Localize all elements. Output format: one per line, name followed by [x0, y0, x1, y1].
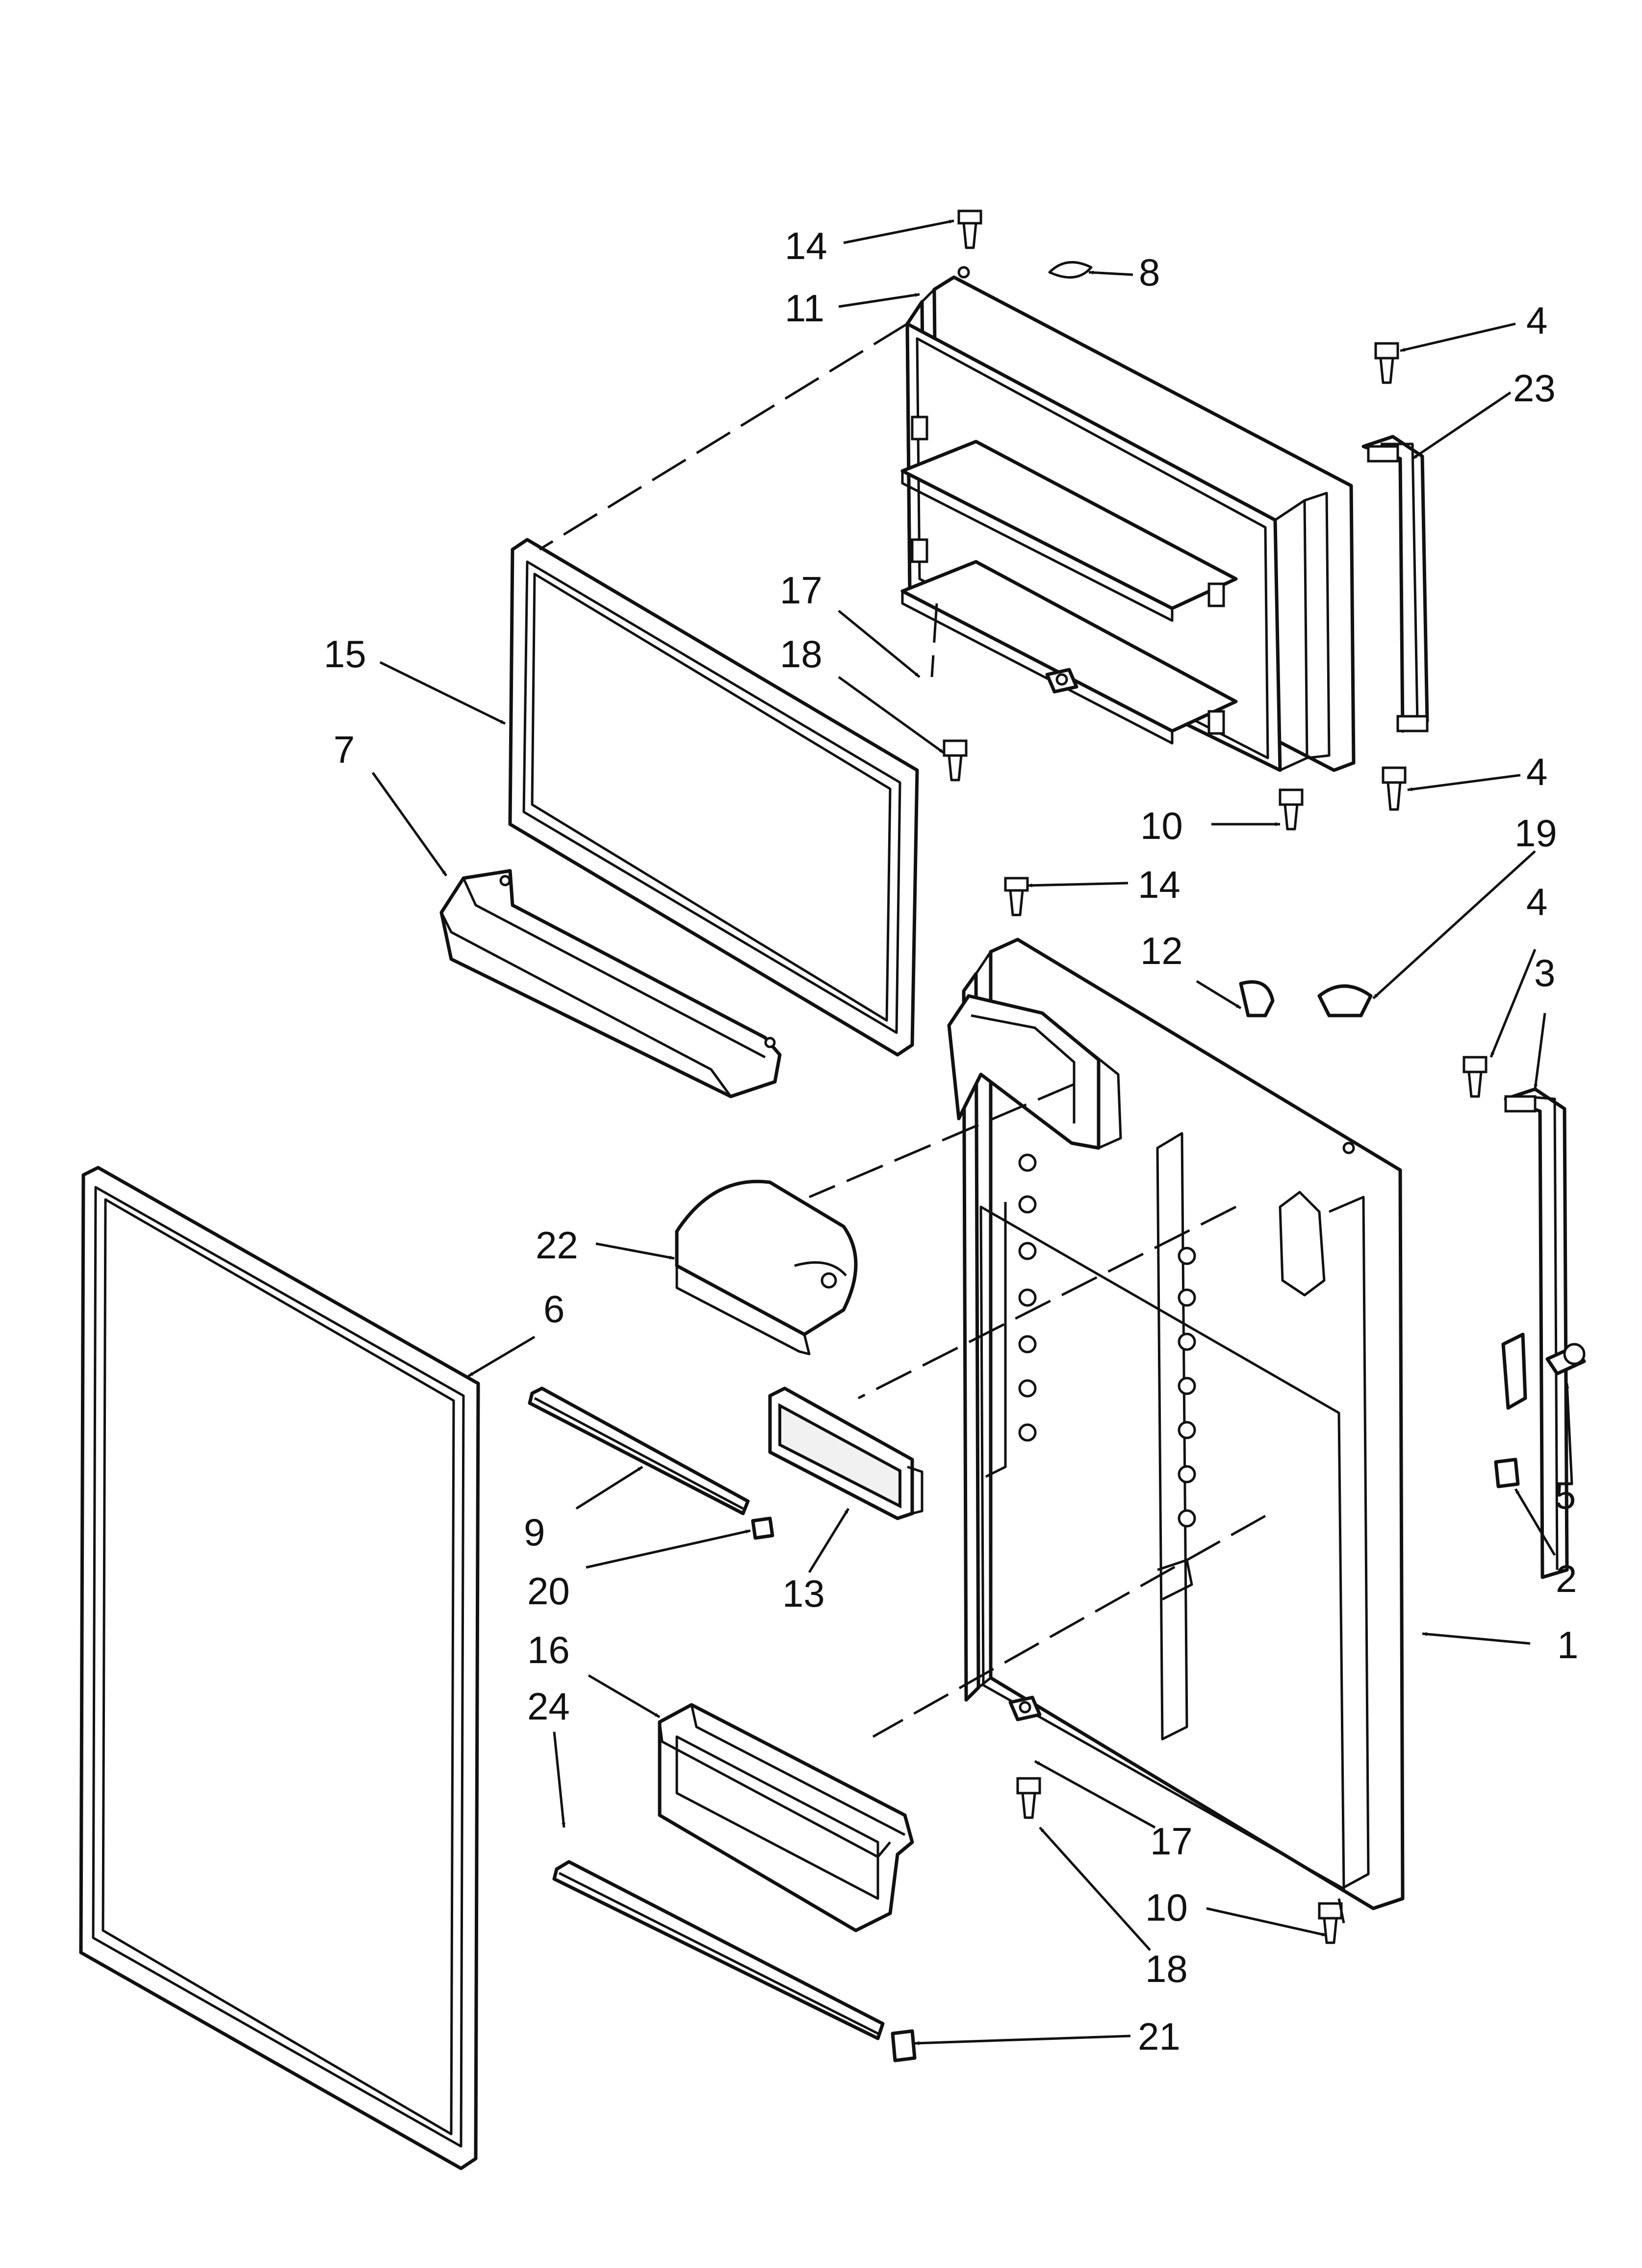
freezer-door-shelf	[439, 869, 782, 1098]
callout-19: 19	[1514, 811, 1557, 855]
door-bin	[658, 1703, 914, 1932]
callout-4: 4	[1526, 880, 1547, 923]
callout-16: 16	[527, 1628, 570, 1671]
fresh-food-handle	[1501, 1087, 1569, 1579]
handle-screw	[1545, 1343, 1586, 1376]
gasket-spacer	[1048, 261, 1093, 279]
door-shelf-cover	[768, 1386, 924, 1520]
callout-14: 14	[1138, 863, 1180, 906]
freezer-door-stop	[1045, 668, 1078, 694]
callout-13: 13	[782, 1572, 825, 1615]
callout-7: 7	[334, 728, 355, 771]
callout-15: 15	[324, 632, 366, 676]
callout-20: 20	[527, 1569, 570, 1613]
screw-icon-set	[943, 209, 1488, 1944]
callout-3: 3	[1534, 951, 1555, 994]
callout-5: 5	[1555, 1474, 1576, 1517]
fresh-food-door-stop	[1008, 1695, 1042, 1721]
callout-6: 6	[543, 1287, 564, 1330]
plug-button	[1317, 984, 1373, 1017]
callout-labels: 14 11 8 4 23 17 18 15 7 4 10 14 19 12 4 …	[324, 224, 1578, 2058]
hinge-cover	[1239, 980, 1275, 1017]
assembly-guide-lines	[539, 322, 1345, 1924]
handle-spacer	[1494, 1458, 1520, 1488]
callout-18: 18	[780, 632, 822, 676]
callout-4: 4	[1526, 299, 1547, 342]
callout-8: 8	[1139, 251, 1160, 294]
callout-21: 21	[1138, 2015, 1180, 2058]
shelf-trim-strip	[528, 1386, 750, 1515]
fresh-food-door	[947, 938, 1405, 1910]
callout-10: 10	[1145, 1886, 1188, 1929]
callout-22: 22	[536, 1224, 578, 1267]
callout-9: 9	[524, 1511, 545, 1554]
freezer-handle	[1361, 435, 1429, 733]
callout-17: 17	[1150, 1820, 1193, 1863]
callout-leaders	[371, 219, 1573, 2045]
callout-11: 11	[785, 287, 824, 330]
bin-trim-end-cap	[891, 2029, 917, 2062]
fresh-food-door-gasket	[79, 1166, 480, 2170]
freezer-door-gasket	[508, 538, 919, 1057]
callout-10: 10	[1140, 804, 1183, 847]
callout-18: 18	[1145, 1947, 1188, 1990]
callout-17: 17	[780, 569, 822, 612]
callout-4: 4	[1526, 750, 1547, 793]
callout-23: 23	[1513, 366, 1556, 410]
bin-trim-strip	[552, 1860, 885, 2040]
trim-end-cap	[751, 1516, 774, 1540]
callout-14: 14	[785, 224, 827, 267]
callout-12: 12	[1140, 929, 1183, 972]
callout-2: 2	[1556, 1557, 1577, 1600]
callout-1: 1	[1557, 1623, 1578, 1667]
freezer-door	[900, 266, 1356, 772]
callout-24: 24	[527, 1685, 570, 1728]
dairy-door	[675, 1179, 858, 1356]
